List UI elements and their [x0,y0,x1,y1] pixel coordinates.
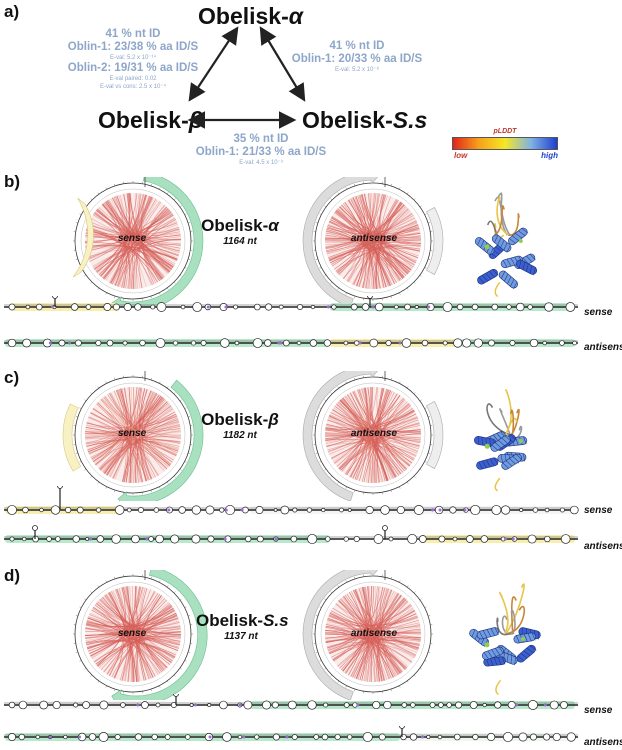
antisense-circle-plot [302,371,444,501]
sense-circle-plot [73,570,208,700]
obelisk-alpha-title: Obelisk-α [198,3,304,29]
sense-strand-structure [4,694,578,710]
relationship-arrows [187,26,306,129]
sense-label: sense [117,233,147,244]
panel-c-center: Obelisk-β 1182 nt [198,410,282,441]
alpha-beta-arrow [188,26,239,102]
antisense-label: antisense [350,428,398,439]
panel-b-center: Obelisk-α 1164 nt [198,216,282,247]
panel-d: d) sense Obelisk-S.s 1137 nt antisense s… [0,566,622,750]
panel-d-center: Obelisk-S.s 1137 nt [196,611,289,642]
strand1-label: sense [584,505,613,516]
panel-b: b) sense Obelisk-α 1164 nt antisense sen… [0,172,622,358]
bottom-oblin1: Oblin-1: 21/33 % aa ID/S [195,146,327,158]
strand2-label: antisense [584,737,622,748]
bottom-nt-id: 35 % nt ID [233,133,289,145]
strand2-label: antisense [584,541,622,552]
antisense-label: antisense [350,233,398,244]
sense-strand-structure [4,486,579,516]
right-nt-id: 41 % nt ID [329,40,385,52]
left-stats: 41 % nt ID Oblin-1: 23/38 % aa ID/S E-va… [58,28,208,91]
right-oblin1-eval: E-val: 5.2 x 10⁻⁸ [334,67,380,73]
panel-c: c) sense Obelisk-β 1182 nt antisense sen… [0,368,622,554]
left-eval-paired: E-val paired: 0.02 [109,76,157,82]
panel-d-length: 1137 nt [224,631,258,642]
panel-b-letter: b) [4,172,21,191]
protein-structure [469,583,541,696]
left-eval-cons: E-val vs cons: 2.5 x 10⁻⁴ [99,84,167,90]
strand1-label: sense [584,705,613,716]
panel-b-length: 1164 nt [223,236,257,247]
left-nt-id: 41 % nt ID [105,28,161,40]
left-oblin1-eval: E-val: 5.2 x 10⁻¹⁴ [109,55,157,61]
antisense-strand-structure [4,338,578,348]
sense-label: sense [117,628,147,639]
alpha-ss-arrow [259,26,306,102]
legend-high: high [541,151,558,160]
panel-d-letter: d) [4,566,21,585]
antisense-strand-structure [4,525,578,545]
obelisk-ss-title: Obelisk-S.s [302,107,428,133]
sense-circle-plot [72,177,204,307]
antisense-circle-plot [302,570,433,700]
sense-label: sense [117,428,147,439]
antisense-strand-structure [4,726,578,743]
plddt-legend: pLDDT low high [452,128,558,161]
left-oblin2: Oblin-2: 19/31 % aa ID/S [67,62,199,74]
protein-structure [474,389,528,492]
left-oblin1: Oblin-1: 23/38 % aa ID/S [67,41,199,53]
panel-a-letter: a) [4,2,20,21]
legend-low: low [454,151,468,160]
strand1-label: sense [584,307,613,318]
protein-structure [474,192,538,298]
bottom-stats: 35 % nt ID Oblin-1: 21/33 % aa ID/S E-va… [186,133,336,167]
strand2-label: antisense [584,342,622,353]
panel-c-letter: c) [4,368,20,387]
sense-strand-structure [4,296,578,312]
panel-c-length: 1182 nt [223,430,257,441]
antisense-circle-plot [302,177,444,307]
right-stats: 41 % nt ID Oblin-1: 20/33 % aa ID/S E-va… [282,40,432,74]
bottom-oblin1-eval: E-val: 4.5 x 10⁻³ [239,160,283,166]
antisense-label: antisense [350,628,398,639]
right-oblin1: Oblin-1: 20/33 % aa ID/S [291,53,423,65]
legend-title: pLDDT [493,128,517,135]
legend-gradient-bar [452,137,558,150]
sense-circle-plot [62,371,204,501]
